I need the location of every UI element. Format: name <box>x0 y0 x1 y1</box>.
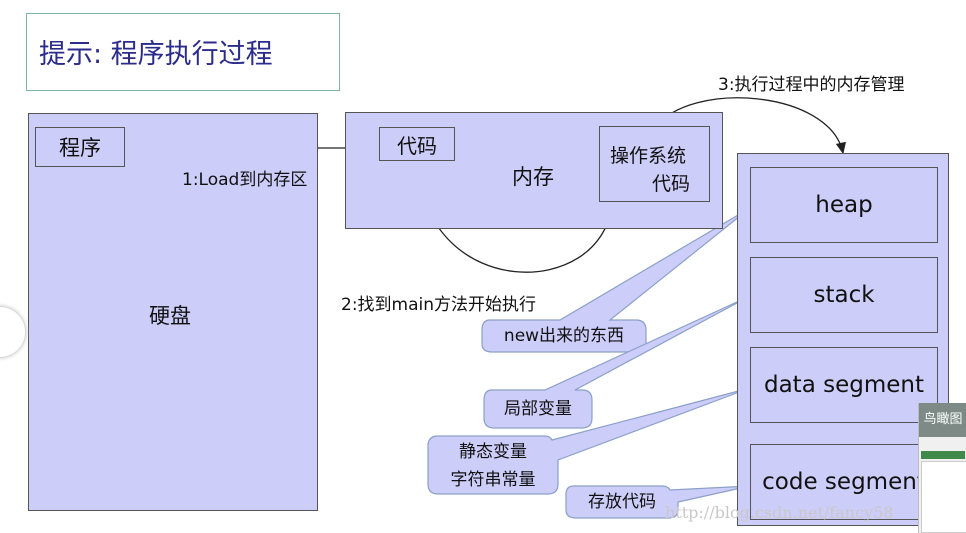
callout-data-line2: 字符串常量 <box>450 470 536 490</box>
callout-heap-text: new出来的东西 <box>503 326 625 346</box>
data-segment-label: data segment <box>763 372 924 398</box>
title-box: 提示: 程序执行过程 <box>26 13 340 91</box>
memory-label: 内存 <box>512 165 554 189</box>
data-segment: data segment <box>750 347 938 423</box>
stack-segment: stack <box>750 257 938 333</box>
disk-box: 硬盘 <box>28 113 318 511</box>
thumbnail-preview <box>921 461 966 533</box>
thumbnail-bar <box>921 451 965 459</box>
os-code-box: 操作系统 代码 <box>599 126 710 202</box>
callout-stack-text: 局部变量 <box>504 399 572 419</box>
program-box: 程序 <box>35 127 125 167</box>
slide-title: 提示: 程序执行过程 <box>39 39 273 70</box>
step-manage-label: 3:执行过程中的内存管理 <box>718 75 905 95</box>
callout-data-shape <box>427 387 751 495</box>
callout-stack-shape <box>483 295 751 429</box>
os-code-line1: 操作系统 <box>610 145 687 167</box>
callout-data-line1: 静态变量 <box>459 442 527 462</box>
heap-segment: heap <box>750 167 938 243</box>
watermark-text: http://blog.csdn.net/fancy58 <box>665 503 894 522</box>
os-code-line2: 代码 <box>652 173 691 195</box>
code-segment-label: code segment <box>762 469 926 495</box>
disk-label: 硬盘 <box>149 304 191 328</box>
memory-code-label: 代码 <box>397 133 437 158</box>
heap-label: heap <box>815 192 873 218</box>
program-label: 程序 <box>59 136 101 160</box>
memory-code-box: 代码 <box>379 127 455 161</box>
callout-code-shape <box>565 485 751 519</box>
callout-code-text: 存放代码 <box>588 492 656 512</box>
stack-label: stack <box>813 282 875 308</box>
code-segment: code segment <box>750 444 938 520</box>
step-find-main-label: 2:找到main方法开始执行 <box>341 295 537 315</box>
thumbnail-panel[interactable]: 鸟瞰图 <box>918 403 966 533</box>
thumbnail-label: 鸟瞰图 <box>919 403 966 437</box>
step-load-label: 1:Load到内存区 <box>182 170 308 190</box>
